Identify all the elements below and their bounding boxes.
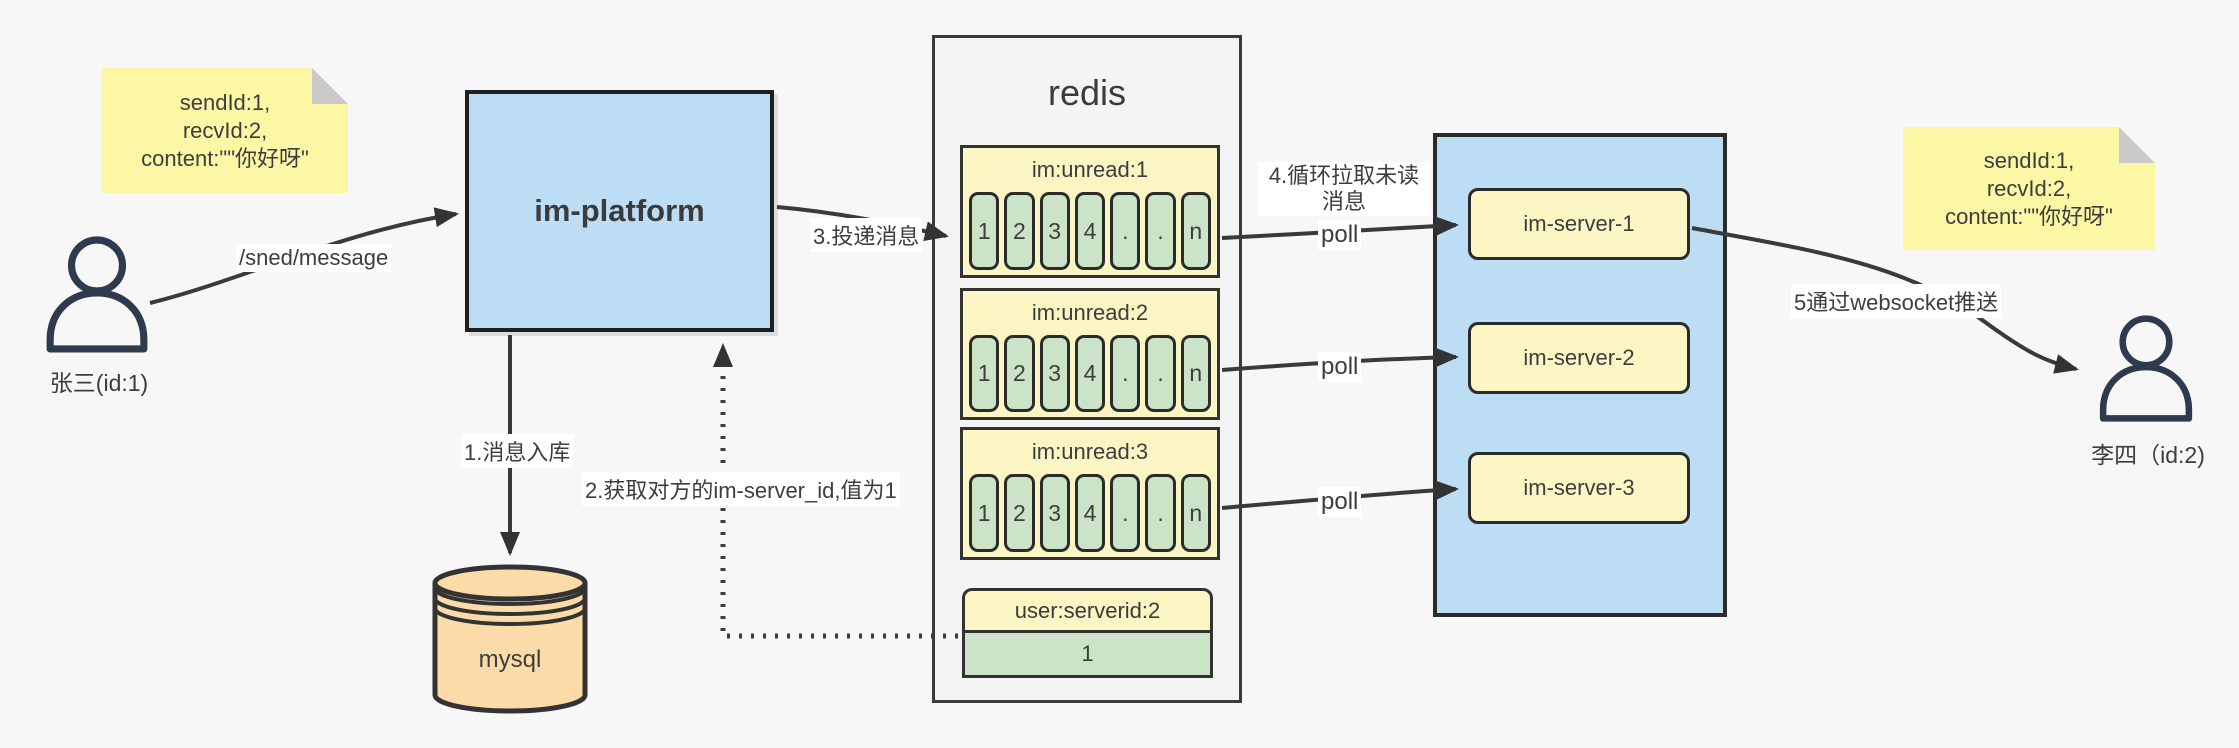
user-icon-receiver bbox=[2099, 315, 2193, 422]
queue-cell: 4 bbox=[1074, 192, 1106, 270]
im-platform-box: im-platform bbox=[465, 90, 774, 332]
queue-cell: 1 bbox=[969, 474, 1000, 552]
queue-im-unread-3: im:unread:3 1 2 3 4 . . n bbox=[960, 427, 1220, 560]
queue-header: im:unread:2 bbox=[1031, 300, 1149, 325]
im-server-2-box: im-server-2 bbox=[1468, 322, 1690, 394]
im-server-3-box: im-server-3 bbox=[1468, 452, 1690, 524]
queue-cell: . bbox=[1145, 474, 1176, 552]
queue-cells-row: 1 2 3 4 . . n bbox=[963, 335, 1217, 417]
im-platform-label: im-platform bbox=[534, 193, 705, 228]
queue-cell: 2 bbox=[1004, 335, 1035, 412]
note-line: sendId:1, bbox=[1983, 147, 2075, 173]
queue-header: im:unread:3 bbox=[1031, 439, 1149, 464]
queue-header: im:unread:1 bbox=[1031, 157, 1149, 182]
note-line: sendId:1, bbox=[179, 89, 271, 115]
queue-cell: . bbox=[1110, 192, 1141, 270]
edge-step4-label: 4.循环拉取未读消息 bbox=[1258, 162, 1430, 216]
queue-cell: . bbox=[1110, 474, 1141, 552]
note-line: recvId:2, bbox=[182, 117, 268, 143]
edge-poll3-label: poll bbox=[1318, 487, 1362, 517]
edge-send-label: /sned/message bbox=[236, 244, 392, 272]
queue-cell: . bbox=[1145, 335, 1176, 412]
user-serverid-key: user:serverid:2 bbox=[962, 588, 1213, 633]
user-serverid-box: user:serverid:2 1 bbox=[962, 588, 1213, 678]
user-icon-sender bbox=[46, 236, 148, 353]
queue-cell: 3 bbox=[1039, 192, 1070, 270]
note-line: recvId:2, bbox=[1986, 175, 2072, 201]
queue-im-unread-1: im:unread:1 1 2 3 4 . . n bbox=[960, 145, 1220, 278]
queue-cell: 3 bbox=[1039, 474, 1070, 552]
note-line: content:""你好呀" bbox=[1945, 203, 2113, 229]
edge-step3-label: 3.投递消息 bbox=[810, 218, 923, 252]
queue-cell: 4 bbox=[1074, 474, 1106, 552]
edge-poll2-label: poll bbox=[1318, 352, 1362, 382]
queue-cell: 4 bbox=[1074, 335, 1106, 412]
queue-cell: 2 bbox=[1004, 192, 1035, 270]
queue-cell: 1 bbox=[969, 192, 1000, 270]
user-serverid-value: 1 bbox=[962, 633, 1213, 678]
queue-im-unread-2: im:unread:2 1 2 3 4 . . n bbox=[960, 288, 1220, 420]
edge-poll1-label: poll bbox=[1318, 220, 1362, 250]
edge-step2-label: 2.获取对方的im-server_id,值为1 bbox=[582, 472, 900, 506]
sticky-note-right: sendId:1, recvId:2, content:""你好呀" bbox=[1903, 127, 2155, 250]
queue-cell: 1 bbox=[969, 335, 1000, 412]
queue-cell: 3 bbox=[1039, 335, 1070, 412]
mysql-db-icon bbox=[432, 564, 588, 714]
queue-cell: . bbox=[1145, 192, 1176, 270]
redis-title: redis bbox=[1047, 72, 1127, 113]
sticky-note-left: sendId:1, recvId:2, content:""你好呀" bbox=[102, 68, 348, 193]
edge-step5-label: 5通过websocket推送 bbox=[1791, 284, 2002, 318]
queue-cells-row: 1 2 3 4 . . n bbox=[963, 192, 1217, 275]
queue-cell: n bbox=[1180, 192, 1211, 270]
edge-step1-label: 1.消息入库 bbox=[461, 434, 574, 468]
queue-cell: n bbox=[1180, 474, 1211, 552]
queue-cells-row: 1 2 3 4 . . n bbox=[963, 474, 1217, 557]
sender-label: 张三(id:1) bbox=[49, 370, 149, 396]
queue-cell: 2 bbox=[1004, 474, 1035, 552]
mysql-label: mysql bbox=[478, 646, 542, 673]
im-server-1-box: im-server-1 bbox=[1468, 188, 1690, 260]
queue-cell: n bbox=[1180, 335, 1211, 412]
receiver-label: 李四（id:2) bbox=[2091, 442, 2205, 468]
queue-cell: . bbox=[1110, 335, 1141, 412]
note-line: content:""你好呀" bbox=[141, 145, 309, 171]
